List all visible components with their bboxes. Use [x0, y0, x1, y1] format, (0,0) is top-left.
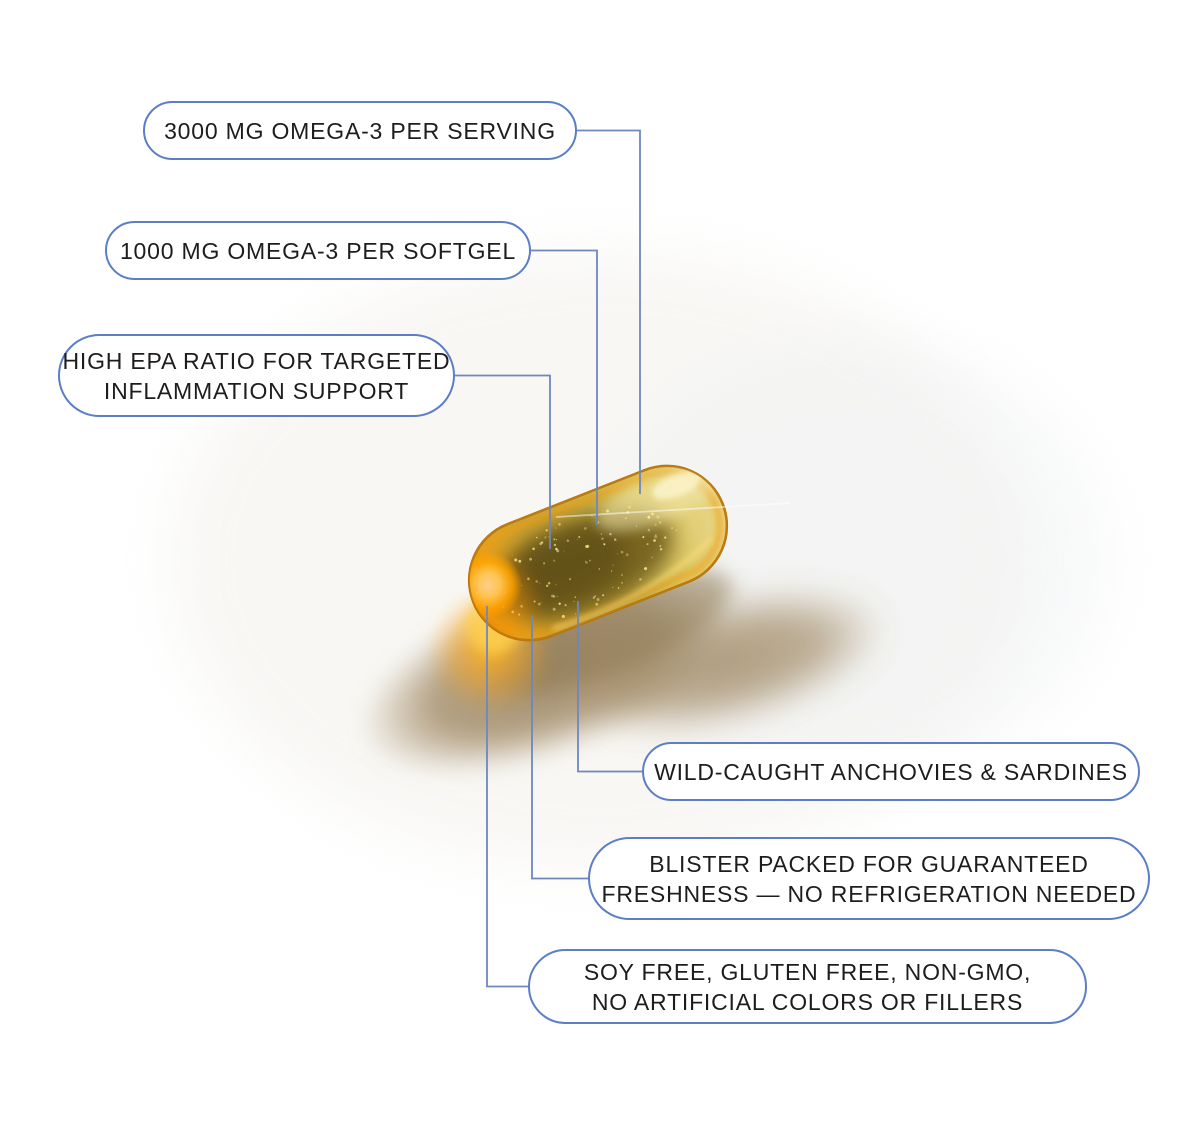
callout-clean-label: SOY FREE, GLUTEN FREE, NON-GMO, NO ARTIF…	[528, 949, 1087, 1024]
connector-wild-caught	[577, 601, 644, 773]
callout-clean-line2: NO ARTIFICIAL COLORS OR FILLERS	[591, 988, 1024, 1015]
callout-softgel: 1000 MG OMEGA-3 PER SOFTGEL	[105, 221, 531, 280]
connectors	[453, 129, 644, 988]
reflection-line	[555, 502, 791, 518]
callout-wild-caught-text: WILD-CAUGHT ANCHOVIES & SARDINES	[654, 758, 1128, 785]
callout-clean-line1: SOY FREE, GLUTEN FREE, NON-GMO,	[583, 958, 1032, 985]
callout-serving-text: 3000 MG OMEGA-3 PER SERVING	[164, 117, 556, 144]
connector-clean-label	[486, 606, 530, 988]
capsule-sparkles	[492, 505, 678, 619]
callout-epa-line2: INFLAMMATION SUPPORT	[103, 377, 410, 404]
callout-serving: 3000 MG OMEGA-3 PER SERVING	[143, 101, 577, 160]
callout-epa-ratio: HIGH EPA RATIO FOR TARGETED INFLAMMATION…	[58, 334, 455, 417]
capsule-shadow	[359, 568, 886, 776]
callout-wild-caught: WILD-CAUGHT ANCHOVIES & SARDINES	[642, 742, 1140, 801]
connector-epa	[453, 374, 551, 549]
callout-blister-packed: BLISTER PACKED FOR GUARANTEED FRESHNESS …	[588, 837, 1150, 920]
callout-blister-line1: BLISTER PACKED FOR GUARANTEED	[649, 850, 1089, 877]
connector-serving	[575, 129, 641, 494]
callout-epa-line1: HIGH EPA RATIO FOR TARGETED	[62, 347, 451, 374]
callout-blister-line2: FRESHNESS — NO REFRIGERATION NEEDED	[601, 880, 1137, 907]
callout-softgel-text: 1000 MG OMEGA-3 PER SOFTGEL	[119, 237, 517, 264]
connector-softgel	[529, 249, 598, 525]
connector-blister	[531, 616, 590, 880]
